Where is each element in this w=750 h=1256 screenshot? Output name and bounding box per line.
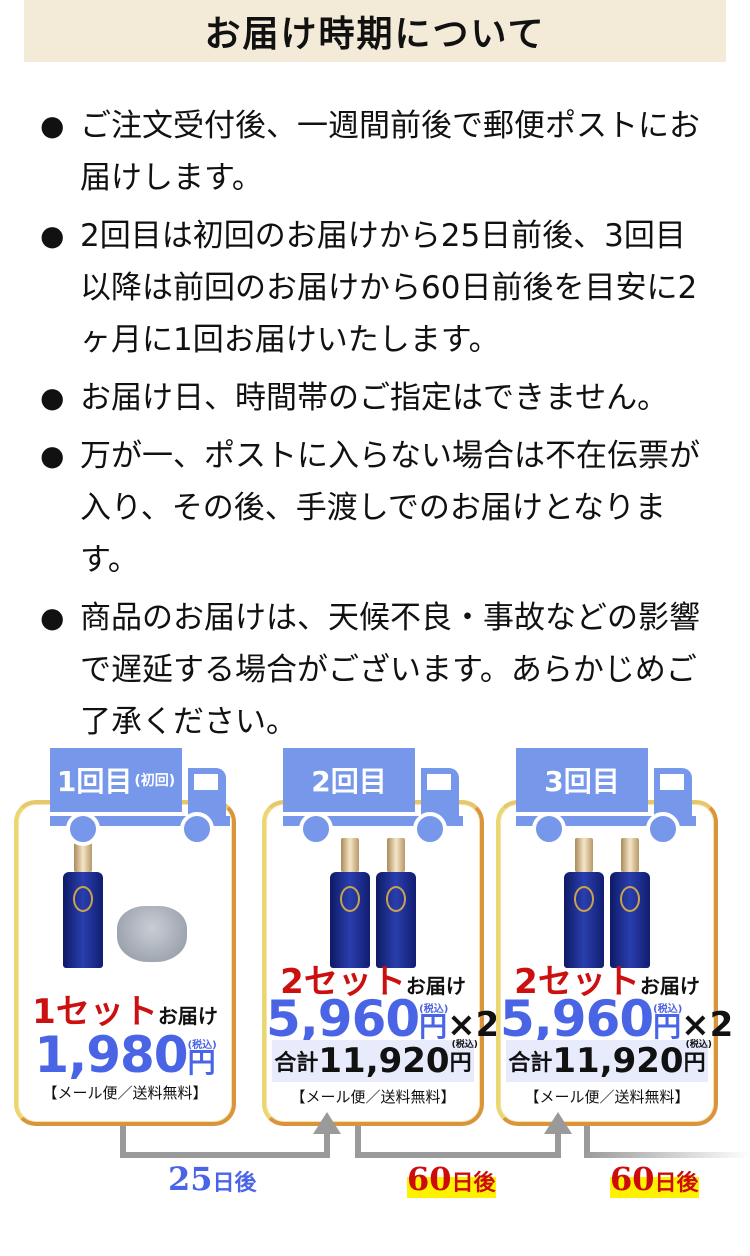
set-count-line: 2セットお届け: [514, 962, 700, 1002]
scalp-brush-image: [117, 906, 187, 962]
truck-icon-2: 2回目: [283, 748, 463, 846]
price-line: 5,960(税込)円×2: [500, 990, 734, 1048]
set-count-line: 1セットお届け: [32, 992, 218, 1032]
tax-included-label: (税込): [653, 1004, 683, 1015]
bullet-icon: ●: [40, 439, 65, 472]
delivery-card-1: 1セットお届け 1,980(税込)円 【メール便／送料無料】: [14, 800, 236, 1126]
tax-included-label: (税込): [187, 1040, 217, 1051]
shampoo-bottle-image: [330, 838, 370, 968]
bullet-icon: ●: [40, 219, 65, 252]
truck-label: 2回目: [283, 748, 415, 812]
truck-icon-1: 1回目(初回): [50, 748, 230, 846]
bullet-icon: ●: [40, 601, 65, 634]
connector-line-fade: [584, 1152, 750, 1158]
note-item: ● 2回目は初回のお届けから25日前後、3回目以降は前回のお届けから60日前後を…: [40, 210, 700, 366]
arrow-up-icon: [544, 1112, 572, 1134]
set-count-line: 2セットお届け: [280, 962, 466, 1002]
connector-line: [324, 1132, 330, 1158]
multiplier: ×2: [681, 1005, 734, 1045]
connector-line: [355, 1152, 561, 1158]
truck-icon-3: 3回目: [516, 748, 696, 846]
shampoo-bottle-image: [564, 838, 604, 968]
section-header: お届け時期について: [24, 0, 726, 62]
shipping-label: 【メール便／送料無料】: [42, 1084, 208, 1102]
bullet-icon: ●: [40, 109, 65, 142]
total-value: 11,920: [552, 1041, 684, 1081]
connector-line: [355, 1126, 361, 1158]
shipping-label: 【メール便／送料無料】: [290, 1088, 456, 1106]
shampoo-bottle-image: [376, 838, 416, 968]
note-text: ご注文受付後、一週間前後で郵便ポストにお届けします。: [80, 108, 700, 196]
price-value: 1,980: [34, 1026, 188, 1084]
price-line: 1,980(税込)円: [34, 1026, 217, 1084]
note-text: 商品のお届けは、天候不良・事故などの影響で遅延する場合がございます。あらかじめご…: [80, 600, 700, 740]
product-images: [18, 838, 232, 968]
bullet-icon: ●: [40, 381, 65, 414]
shampoo-bottle-image: [610, 838, 650, 968]
shipping-label: 【メール便／送料無料】: [524, 1088, 690, 1106]
price-value: 5,960: [500, 990, 654, 1048]
price-value: 5,960: [266, 990, 420, 1048]
product-images: [266, 838, 480, 968]
multiplier: ×2: [447, 1005, 500, 1045]
price-line: 5,960(税込)円×2: [266, 990, 500, 1048]
truck-label: 3回目: [516, 748, 648, 812]
note-text: 2回目は初回のお届けから25日前後、3回目以降は前回のお届けから60日前後を目安…: [80, 218, 698, 358]
truck-label: 1回目(初回): [50, 748, 182, 812]
note-text: 万が一、ポストに入らない場合は不在伝票が入り、その後、手渡しでのお届けとなります…: [80, 438, 700, 578]
note-text: お届け日、時間帯のご指定はできません。: [80, 380, 669, 416]
tax-included-label: (税込): [419, 1004, 449, 1015]
note-item: ● 商品のお届けは、天候不良・事故などの影響で遅延する場合がございます。あらかじ…: [40, 592, 700, 748]
connector-line: [120, 1152, 330, 1158]
connector-line: [584, 1126, 590, 1158]
note-item: ● ご注文受付後、一週間前後で郵便ポストにお届けします。: [40, 100, 700, 204]
interval-label-1: 25日後: [168, 1160, 257, 1198]
product-images: [500, 838, 714, 968]
note-item: ● 万が一、ポストに入らない場合は不在伝票が入り、その後、手渡しでのお届けとなり…: [40, 430, 700, 586]
delivery-notes-list: ● ご注文受付後、一週間前後で郵便ポストにお届けします。 ● 2回目は初回のお届…: [40, 100, 700, 754]
section-title: お届け時期について: [204, 14, 546, 55]
total-value: 11,920: [318, 1041, 450, 1081]
arrow-up-icon: [313, 1112, 341, 1134]
connector-line: [555, 1132, 561, 1158]
interval-label-2: 60日後: [407, 1160, 496, 1198]
note-item: ● お届け日、時間帯のご指定はできません。: [40, 372, 700, 424]
connector-line: [120, 1126, 126, 1158]
shampoo-bottle-image: [63, 838, 103, 968]
interval-label-3: 60日後: [610, 1160, 699, 1198]
